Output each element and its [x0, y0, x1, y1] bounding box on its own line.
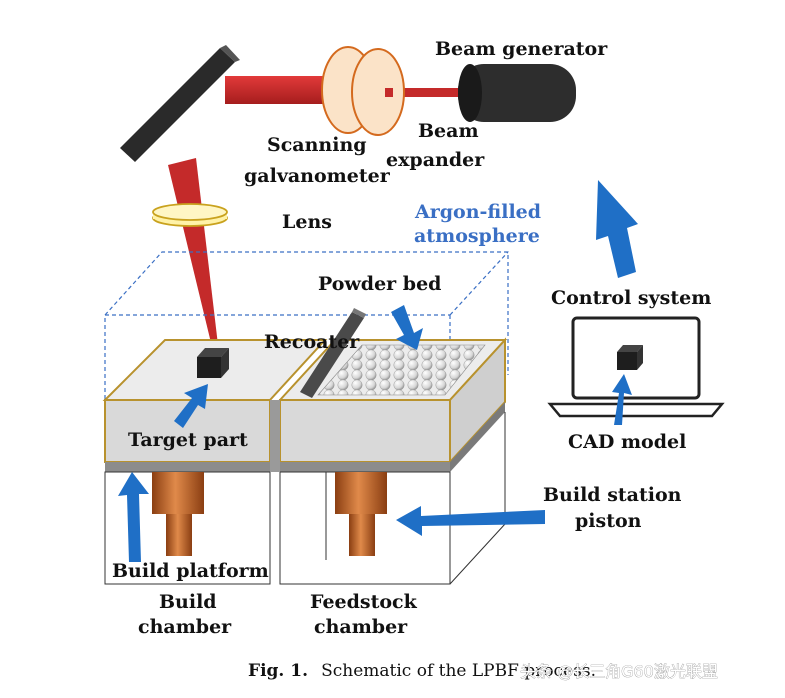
feedstock-piston: [335, 472, 387, 556]
recoater: [300, 308, 366, 398]
label-build-station-line1: Build station: [543, 484, 682, 506]
label-build-platform: Build platform: [112, 560, 269, 582]
label-lens: Lens: [282, 211, 332, 233]
label-scanning-line1: Scanning: [267, 134, 367, 156]
label-argon-line2: atmosphere: [414, 225, 540, 247]
caption-text: Schematic of the LPBF process.: [321, 661, 596, 681]
label-beam-generator: Beam generator: [435, 38, 608, 60]
label-build-station-line2: piston: [575, 510, 642, 532]
figure-caption: Fig. 1. Schematic of the LPBF process.: [248, 661, 596, 681]
chamber-divider: [270, 400, 280, 472]
label-scanning-line2: galvanometer: [244, 165, 391, 187]
watermark: 头条 @长三角G60激光联盟: [520, 662, 718, 681]
label-cad-model: CAD model: [568, 431, 686, 453]
caption-prefix: Fig. 1.: [248, 661, 308, 681]
piston-arrow: [396, 506, 545, 536]
label-build-chamber-line1: Build: [159, 591, 217, 613]
beam-generator: [458, 64, 576, 122]
label-beam-expander-line2: expander: [386, 149, 485, 171]
label-argon-line1: Argon-filled: [414, 201, 541, 223]
control-arrow: [596, 180, 638, 278]
cad-model-arrow: [612, 374, 632, 425]
platform-arrow: [118, 472, 149, 562]
label-build-chamber-line2: chamber: [138, 616, 232, 638]
laptop-icon: [547, 316, 725, 418]
powder-bed-arrow: [391, 305, 423, 350]
label-target-part: Target part: [128, 429, 248, 451]
galvanometer-mirror: [120, 45, 240, 162]
label-feedstock-line1: Feedstock: [310, 591, 418, 613]
label-powder-bed: Powder bed: [318, 273, 441, 295]
blue-arrows: [118, 180, 638, 562]
label-feedstock-line2: chamber: [314, 616, 408, 638]
lens: [152, 203, 228, 227]
powder-bed: [317, 344, 486, 396]
argon-enclosure: [104, 251, 509, 462]
label-beam-expander-line1: Beam: [418, 120, 479, 142]
target-part-arrow: [174, 384, 208, 428]
label-recoater: Recoater: [264, 331, 360, 353]
build-piston: [152, 472, 204, 556]
beam-expander: [321, 46, 405, 136]
label-control-system: Control system: [551, 287, 711, 309]
target-part: [197, 348, 229, 378]
